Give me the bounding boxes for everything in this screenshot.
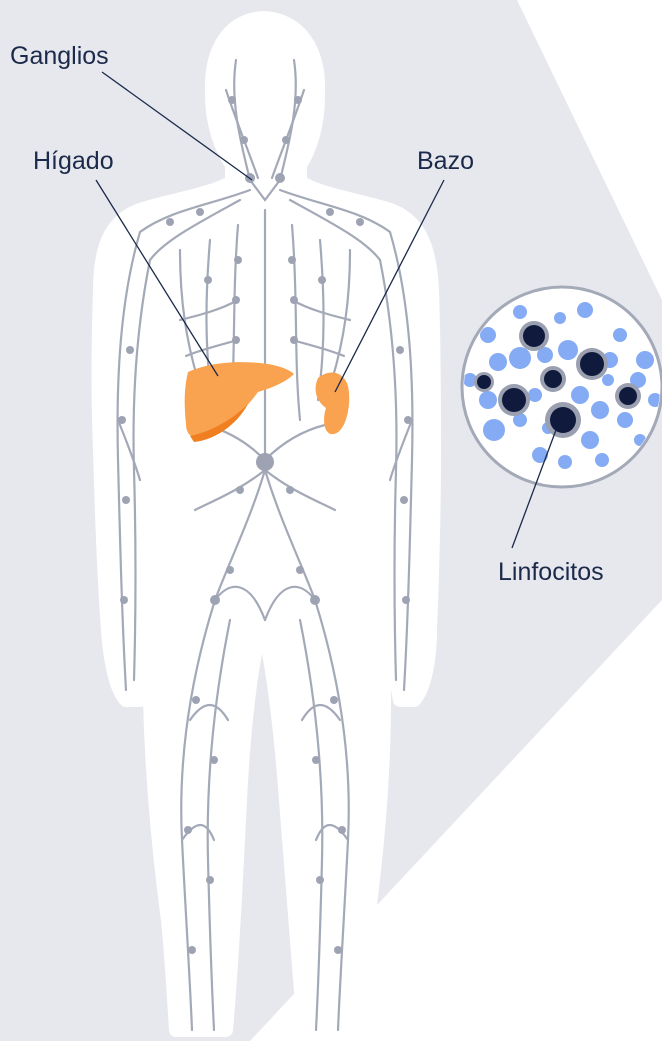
label-higado: Hígado xyxy=(33,149,114,174)
label-ganglios: Ganglios xyxy=(10,44,109,69)
label-bazo: Bazo xyxy=(417,149,474,174)
label-linfocitos: Linfocitos xyxy=(498,560,604,585)
lymphocytes-magnifier xyxy=(462,287,662,487)
